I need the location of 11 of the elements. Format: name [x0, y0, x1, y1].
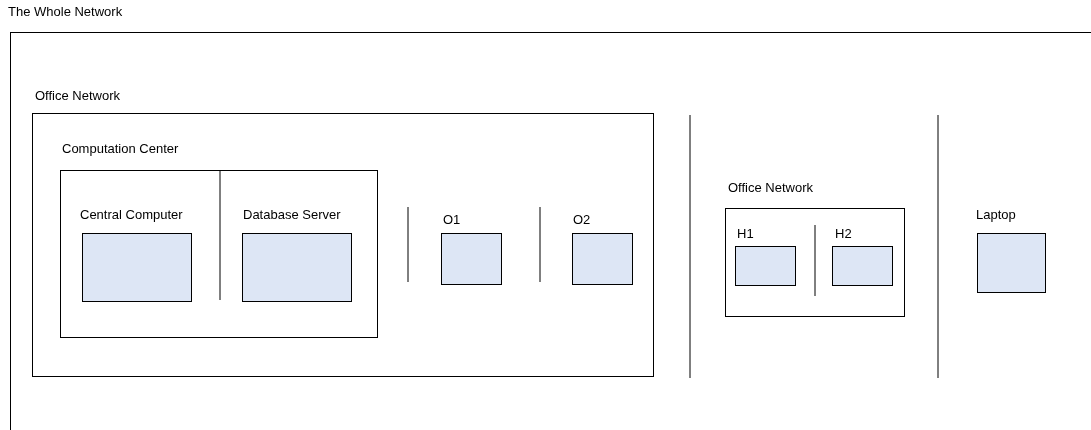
device-label: O2	[573, 212, 591, 228]
device-label: H1	[737, 226, 754, 242]
group-label: Office Network	[728, 180, 813, 196]
device-label: Laptop	[976, 207, 1016, 223]
group-label: Office Network	[35, 88, 120, 104]
device-label: Central Computer	[80, 207, 183, 223]
device-label: H2	[835, 226, 852, 242]
device-label: Database Server	[243, 207, 341, 223]
group-label: The Whole Network	[8, 4, 123, 20]
device-label: O1	[443, 212, 461, 228]
group-label: Computation Center	[62, 141, 179, 157]
